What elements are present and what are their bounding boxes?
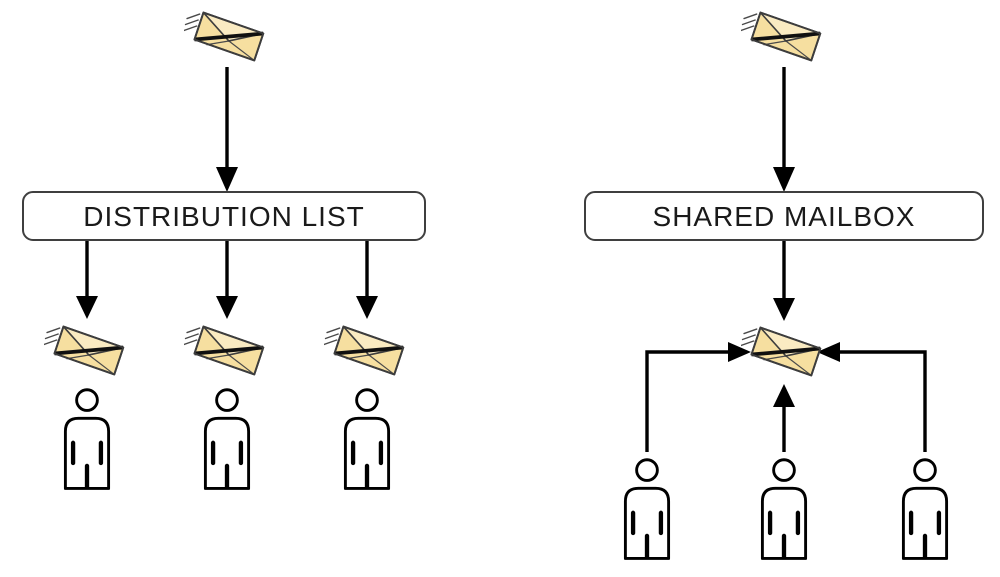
arrow-head-down [216,296,238,319]
arrow-head-up [773,384,795,407]
arrow-member-1-to-envelope [645,342,751,452]
distribution-list-flow: DISTRIBUTION LIST [22,10,426,489]
shared-mailbox-box [584,191,984,241]
arrow-mailbox-to-envelope [773,240,795,321]
copied-envelope-icon-3 [324,324,406,377]
arrow-list-to-recipient-2 [216,240,238,319]
member-person-icon-3 [903,460,946,559]
shared-envelope-icon [741,325,823,378]
arrow-head-down [76,296,98,319]
arrow-member-2-to-envelope [773,384,795,452]
shared-mailbox-flow: SHARED MAILBOX [584,10,984,559]
distribution-list-box [22,191,426,241]
recipient-person-icon-3 [345,390,388,489]
arrow-head-down [773,167,795,192]
member-person-icon-2 [762,460,805,559]
arrow-list-to-recipient-1 [76,240,98,319]
arrow-member-3-to-envelope [817,342,927,452]
copied-envelope-icon-1 [44,324,126,377]
recipient-person-icon-1 [65,390,108,489]
distribution-list-label: DISTRIBUTION LIST [83,201,364,232]
arrow-head-right [728,342,751,362]
recipient-person-icon-2 [205,390,248,489]
arrow-sender-to-distribution-list [216,67,238,192]
arrow-shaft [840,350,927,452]
arrow-sender-to-shared-mailbox [773,67,795,192]
copied-envelope-icon-2 [184,324,266,377]
incoming-envelope-icon-left [184,10,266,63]
arrow-shaft [645,350,728,452]
arrow-head-down [216,167,238,192]
arrow-head-down [356,296,378,319]
incoming-envelope-icon-right [741,10,823,63]
arrow-head-left [817,342,840,362]
member-person-icon-1 [625,460,668,559]
shared-mailbox-label: SHARED MAILBOX [653,201,916,232]
arrow-head-down [773,298,795,321]
arrow-list-to-recipient-3 [356,240,378,319]
